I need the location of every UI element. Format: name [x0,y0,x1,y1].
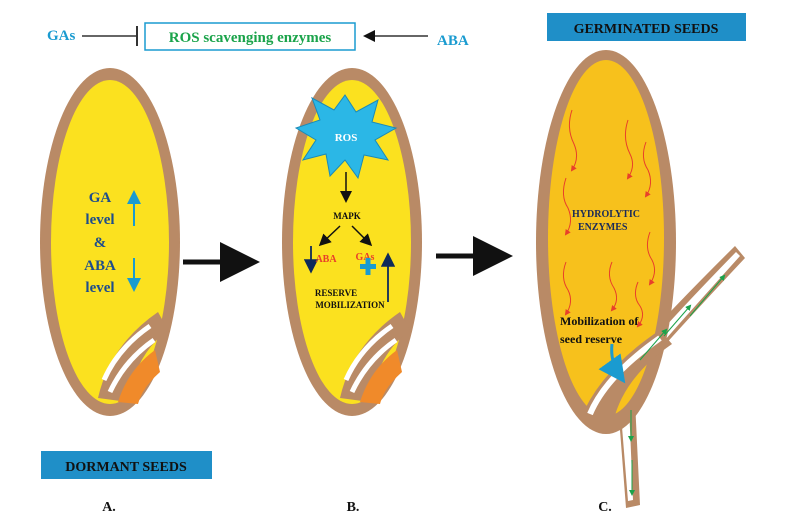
seed-a-embryo-white [101,323,156,394]
shoot-arrow-1 [689,274,726,317]
dormant-seeds-label: DORMANT SEEDS [65,460,187,475]
germinated-seeds-label: GERMINATED SEEDS [574,22,719,37]
seed-a-and-label: & [94,235,107,251]
enzyme-arrow-2 [624,119,634,180]
seed-a-embryo-orange [118,350,160,404]
enzyme-arrow-8 [634,281,644,328]
enzyme-arrow-1 [568,109,578,172]
mapk-to-aba-arrow [318,225,341,247]
enzyme-arrow-4 [562,177,572,236]
enzyme-arrow-7 [608,261,618,312]
enzymes-label: ENZYMES [578,222,628,233]
reserve-flow-arrow [598,343,626,384]
mobilization-label: MOBILIZATION [315,300,385,310]
hydrolytic-label: HYDROLYTIC [572,209,640,220]
seed-c-shoot-coat [600,246,745,508]
ros-label: ROS [335,132,358,144]
plus-icon [360,258,376,275]
panel-c-letter: C. [598,500,612,515]
germinated-seeds-banner [547,13,746,41]
dormant-seeds-banner [41,451,212,479]
mapk-to-gas-arrow [351,225,373,247]
mobilization-of-label: Mobilization of [560,314,639,328]
seed-a-aba-label: ABA [84,258,116,274]
seed-b-embryo-white [343,323,398,394]
seed-c-germinated: HYDROLYTIC ENZYMES Mobilization of seed … [536,50,745,508]
seed-b-gas-label: GAs [356,252,375,263]
seed-b-transition: ROS MAPK ABA GAs RESERVE MOBILIZATION [282,68,422,416]
seed-a-level2-label: level [85,280,114,296]
mapk-label: MAPK [333,211,361,221]
seed-c-endosperm [548,60,664,416]
reserve-label: RESERVE [315,288,357,298]
shoot-arrow-3 [639,328,668,361]
gas-label: GAs [47,28,76,44]
seed-a-endosperm [51,80,169,404]
ros-scavenging-label: ROS scavenging enzymes [169,30,332,46]
seed-b-embryo-orange [360,350,402,404]
seed-c-embryo [580,330,672,428]
seed-a-dormant: GA level & ABA level [40,68,180,416]
enzyme-arrow-3 [642,141,652,198]
panel-a-letter: A. [102,500,116,515]
seed-reserve-label: seed reserve [560,332,623,346]
shoot-arrow-2 [663,304,692,337]
enzyme-arrow-6 [562,261,572,316]
ros-scavenging-box [144,22,356,51]
seed-a-level1-label: level [85,212,114,228]
seed-b-aba-label: ABA [315,254,337,265]
ros-starburst [294,94,398,180]
seed-b-endosperm [293,80,411,404]
enzyme-arrow-5 [646,231,656,286]
panel-b-letter: B. [347,500,360,515]
seed-a-ga-label: GA [89,190,112,206]
aba-label: ABA [437,33,469,49]
